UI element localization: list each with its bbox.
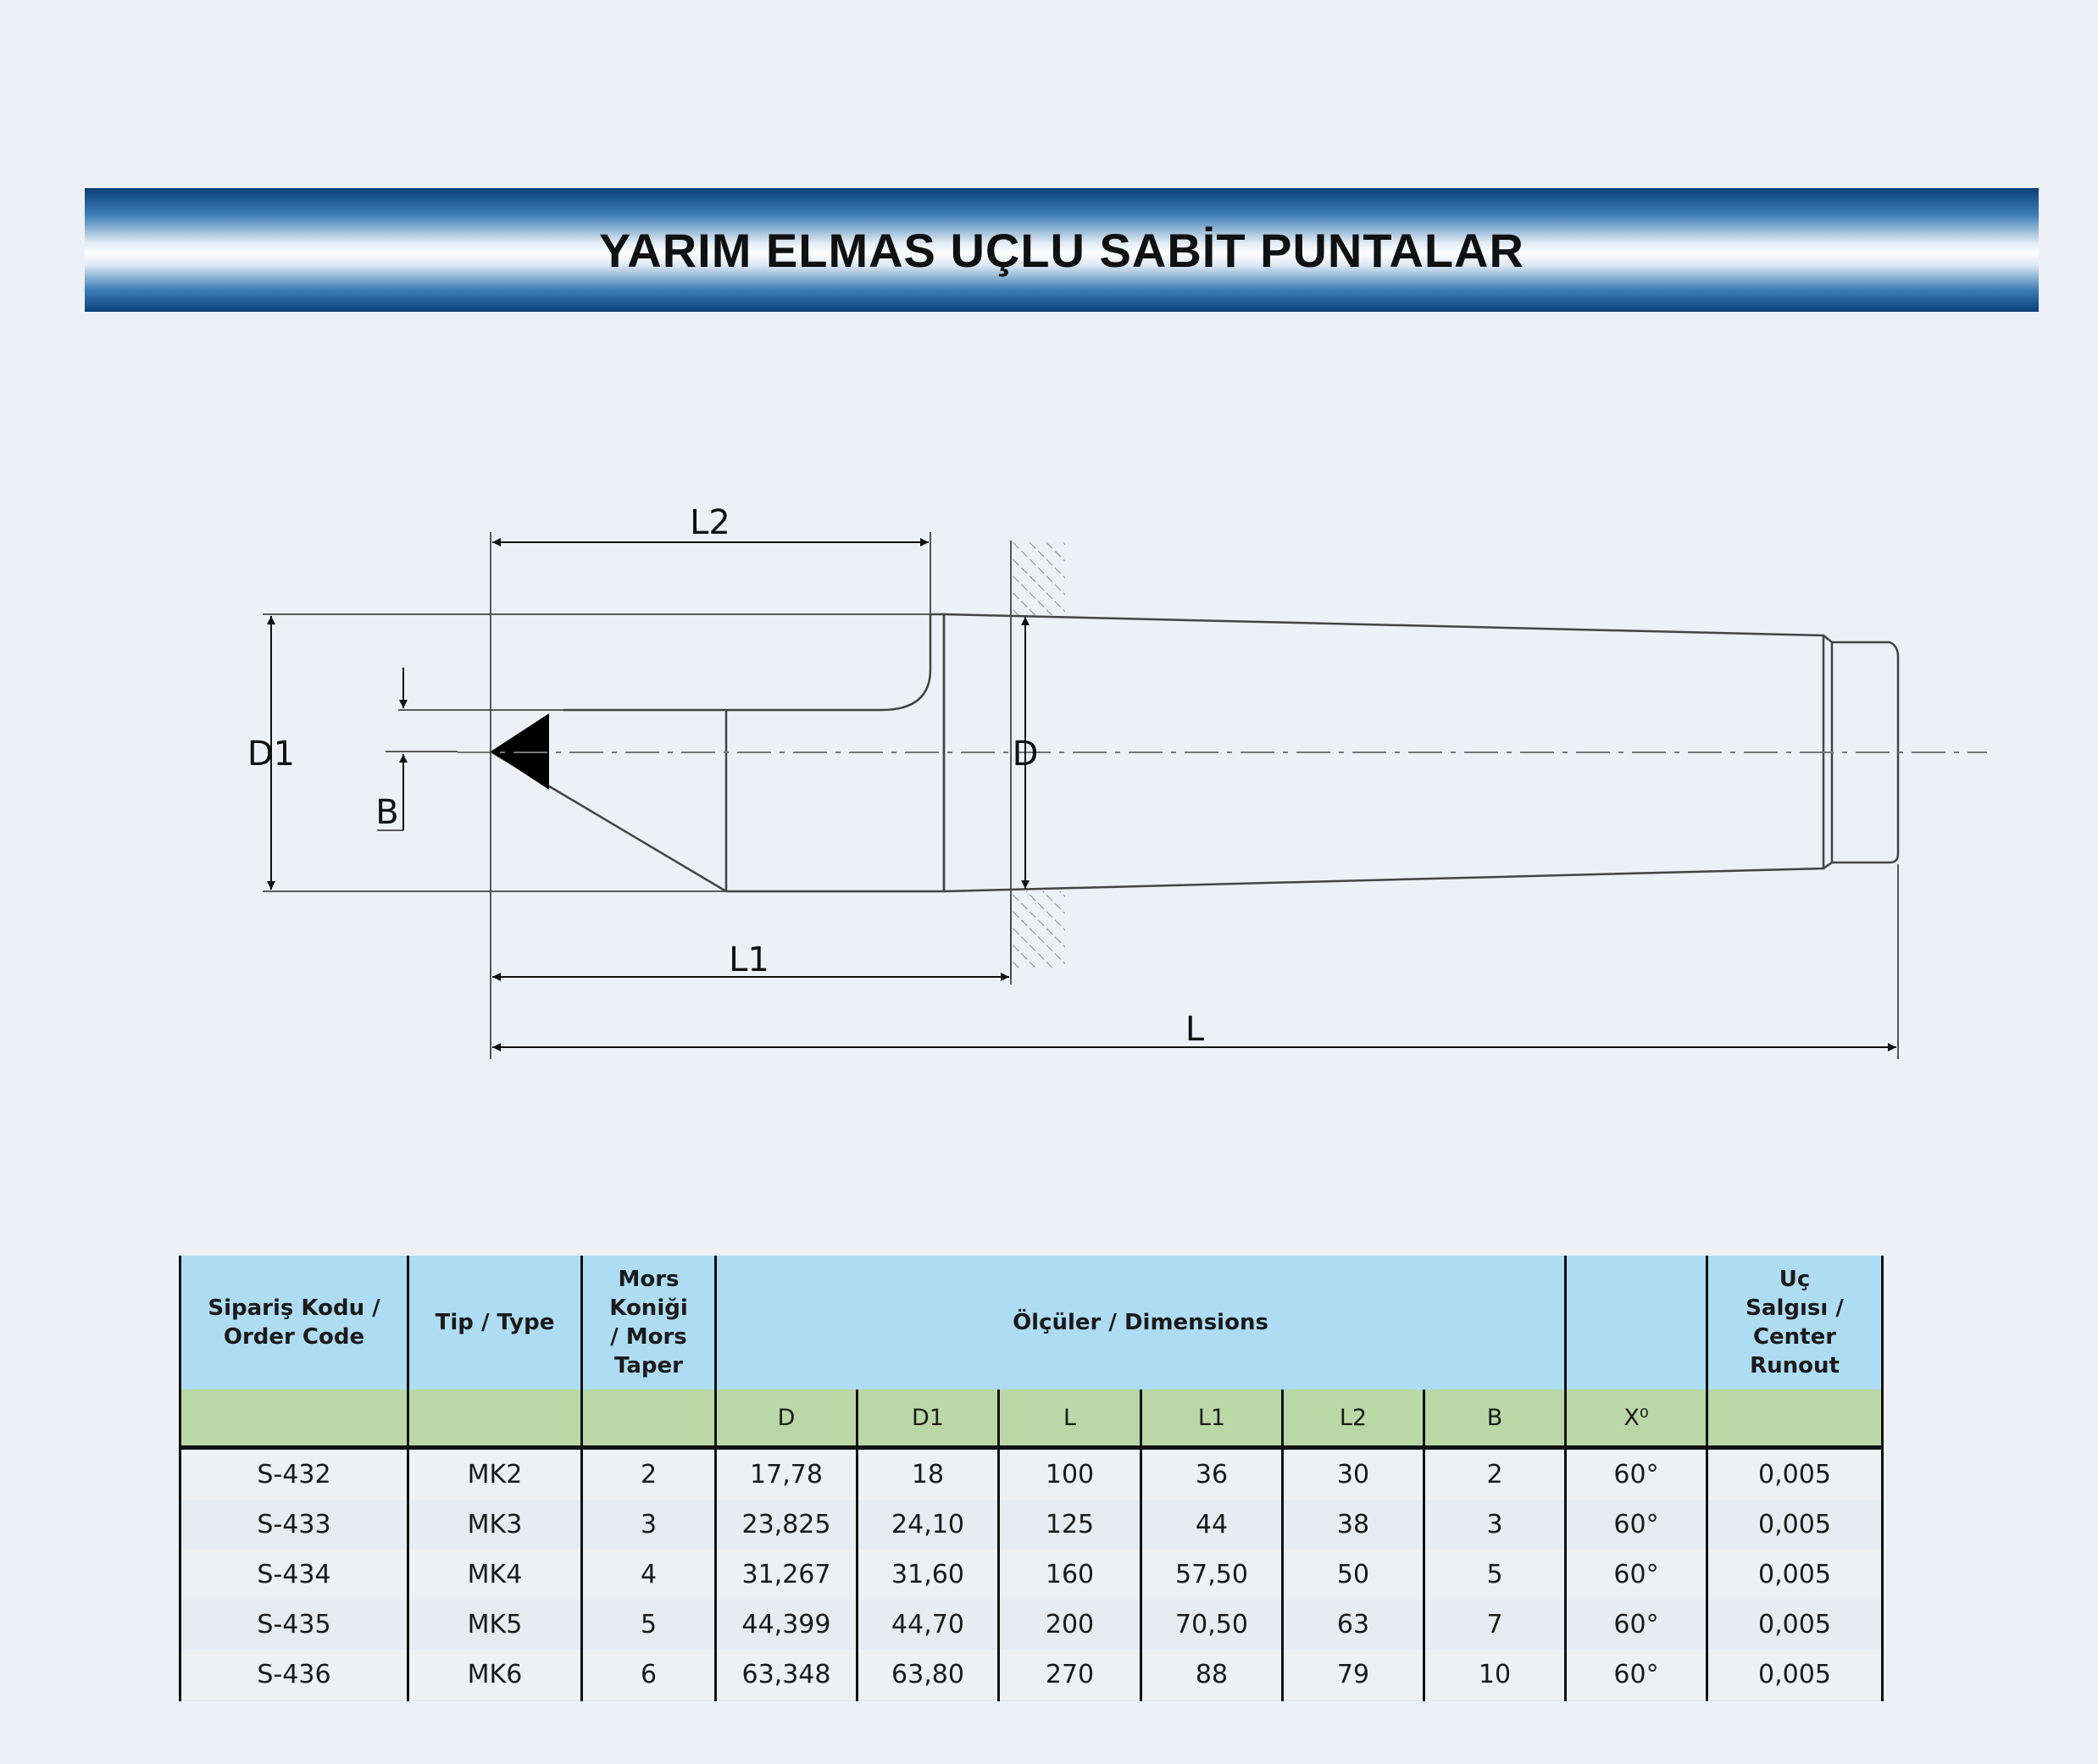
cell-b: 7 — [1423, 1600, 1567, 1650]
cell-x: 60° — [1564, 1447, 1708, 1500]
title-banner: YARIM ELMAS UÇLU SABİT PUNTALAR — [85, 188, 2039, 312]
subheader-blank-taper — [580, 1390, 717, 1450]
cell-x: 60° — [1564, 1550, 1708, 1600]
cell-runout: 0,005 — [1706, 1500, 1884, 1550]
cell-b: 5 — [1423, 1550, 1567, 1600]
cell-taper: 3 — [580, 1500, 717, 1550]
cell-type: MK5 — [407, 1600, 583, 1650]
cell-b: 10 — [1423, 1650, 1567, 1701]
cell-d1: 63,80 — [856, 1650, 1000, 1701]
cell-b: 3 — [1423, 1500, 1567, 1550]
cell-runout: 0,005 — [1706, 1650, 1884, 1701]
cell-taper: 2 — [580, 1447, 717, 1500]
cell-d1: 24,10 — [856, 1500, 1000, 1550]
label-b: B — [375, 793, 398, 832]
cell-d: 63,348 — [714, 1650, 858, 1701]
cell-x: 60° — [1564, 1600, 1708, 1650]
subheader-x-angle: X⁰ — [1564, 1390, 1708, 1450]
cell-l1: 36 — [1140, 1447, 1284, 1500]
cell-b: 2 — [1423, 1447, 1567, 1500]
cell-d1: 18 — [856, 1447, 1000, 1500]
cell-x: 60° — [1564, 1650, 1708, 1701]
cell-runout: 0,005 — [1706, 1447, 1884, 1500]
extension-lines — [263, 532, 1899, 1059]
label-d: D — [1013, 735, 1039, 774]
table-header-row: Sipariş Kodu / Order Code Tip / Type Mor… — [179, 1256, 1884, 1390]
cell-l2: 50 — [1281, 1550, 1425, 1600]
subheader-d1: D1 — [856, 1390, 1000, 1450]
page-title: YARIM ELMAS UÇLU SABİT PUNTALAR — [599, 223, 1524, 277]
cell-runout: 0,005 — [1706, 1550, 1884, 1600]
subheader-l: L — [997, 1390, 1142, 1450]
cell-type: MK3 — [407, 1500, 583, 1550]
cell-l2: 30 — [1281, 1447, 1425, 1500]
subheader-l2: L2 — [1281, 1390, 1425, 1450]
support-hatch-top — [1011, 541, 1065, 615]
cell-l2: 63 — [1281, 1600, 1425, 1650]
header-morse-taper: Mors Koniği / Mors Taper — [580, 1256, 717, 1390]
cell-d1: 31,60 — [856, 1550, 1000, 1600]
cell-code: S-432 — [179, 1447, 409, 1500]
subheader-l1: L1 — [1140, 1390, 1284, 1450]
header-runout: Uç Salgısı / Center Runout — [1706, 1256, 1884, 1390]
header-order-code: Sipariş Kodu / Order Code — [179, 1256, 409, 1390]
header-angle — [1564, 1256, 1708, 1390]
cell-code: S-435 — [179, 1600, 409, 1650]
cell-x: 60° — [1564, 1500, 1708, 1550]
label-l1: L1 — [729, 940, 769, 979]
subheader-blank-runout — [1706, 1390, 1884, 1450]
subheader-blank-type — [407, 1390, 583, 1450]
cell-l1: 44 — [1140, 1500, 1284, 1550]
support-hatch-bottom — [1011, 891, 1065, 968]
cell-taper: 5 — [580, 1600, 717, 1650]
cell-l2: 79 — [1281, 1650, 1425, 1701]
cell-taper: 4 — [580, 1550, 717, 1600]
cell-l1: 57,50 — [1140, 1550, 1284, 1600]
cell-d: 44,399 — [714, 1600, 858, 1650]
cell-runout: 0,005 — [1706, 1600, 1884, 1650]
cell-d: 31,267 — [714, 1550, 858, 1600]
cell-l1: 70,50 — [1140, 1600, 1284, 1650]
subheader-blank-code — [179, 1390, 409, 1450]
header-type: Tip / Type — [407, 1256, 583, 1390]
label-l2: L2 — [690, 503, 730, 542]
cell-d: 23,825 — [714, 1500, 858, 1550]
cell-type: MK4 — [407, 1550, 583, 1600]
spec-table: Sipariş Kodu / Order Code Tip / Type Mor… — [179, 1256, 1884, 1701]
cell-l: 160 — [997, 1550, 1142, 1600]
technical-drawing: L2 D1 D B L1 L — [247, 503, 1987, 1059]
label-l: L — [1185, 1010, 1205, 1049]
cell-d: 17,78 — [714, 1447, 858, 1500]
cell-code: S-436 — [179, 1650, 409, 1701]
label-d1: D1 — [247, 735, 295, 774]
cell-code: S-433 — [179, 1500, 409, 1550]
cell-type: MK6 — [407, 1650, 583, 1701]
table-subheader-row: D D1 L L1 L2 B X⁰ — [179, 1390, 1884, 1450]
cell-l: 100 — [997, 1447, 1142, 1500]
cell-l: 125 — [997, 1500, 1142, 1550]
header-dimensions: Ölçüler / Dimensions — [714, 1256, 1567, 1390]
cell-type: MK2 — [407, 1447, 583, 1500]
cell-l1: 88 — [1140, 1650, 1284, 1701]
cell-code: S-434 — [179, 1550, 409, 1600]
subheader-b: B — [1423, 1390, 1567, 1450]
cell-taper: 6 — [580, 1650, 717, 1701]
cell-l: 270 — [997, 1650, 1142, 1701]
cell-d1: 44,70 — [856, 1600, 1000, 1650]
subheader-d: D — [714, 1390, 858, 1450]
cell-l2: 38 — [1281, 1500, 1425, 1550]
cell-l: 200 — [997, 1600, 1142, 1650]
